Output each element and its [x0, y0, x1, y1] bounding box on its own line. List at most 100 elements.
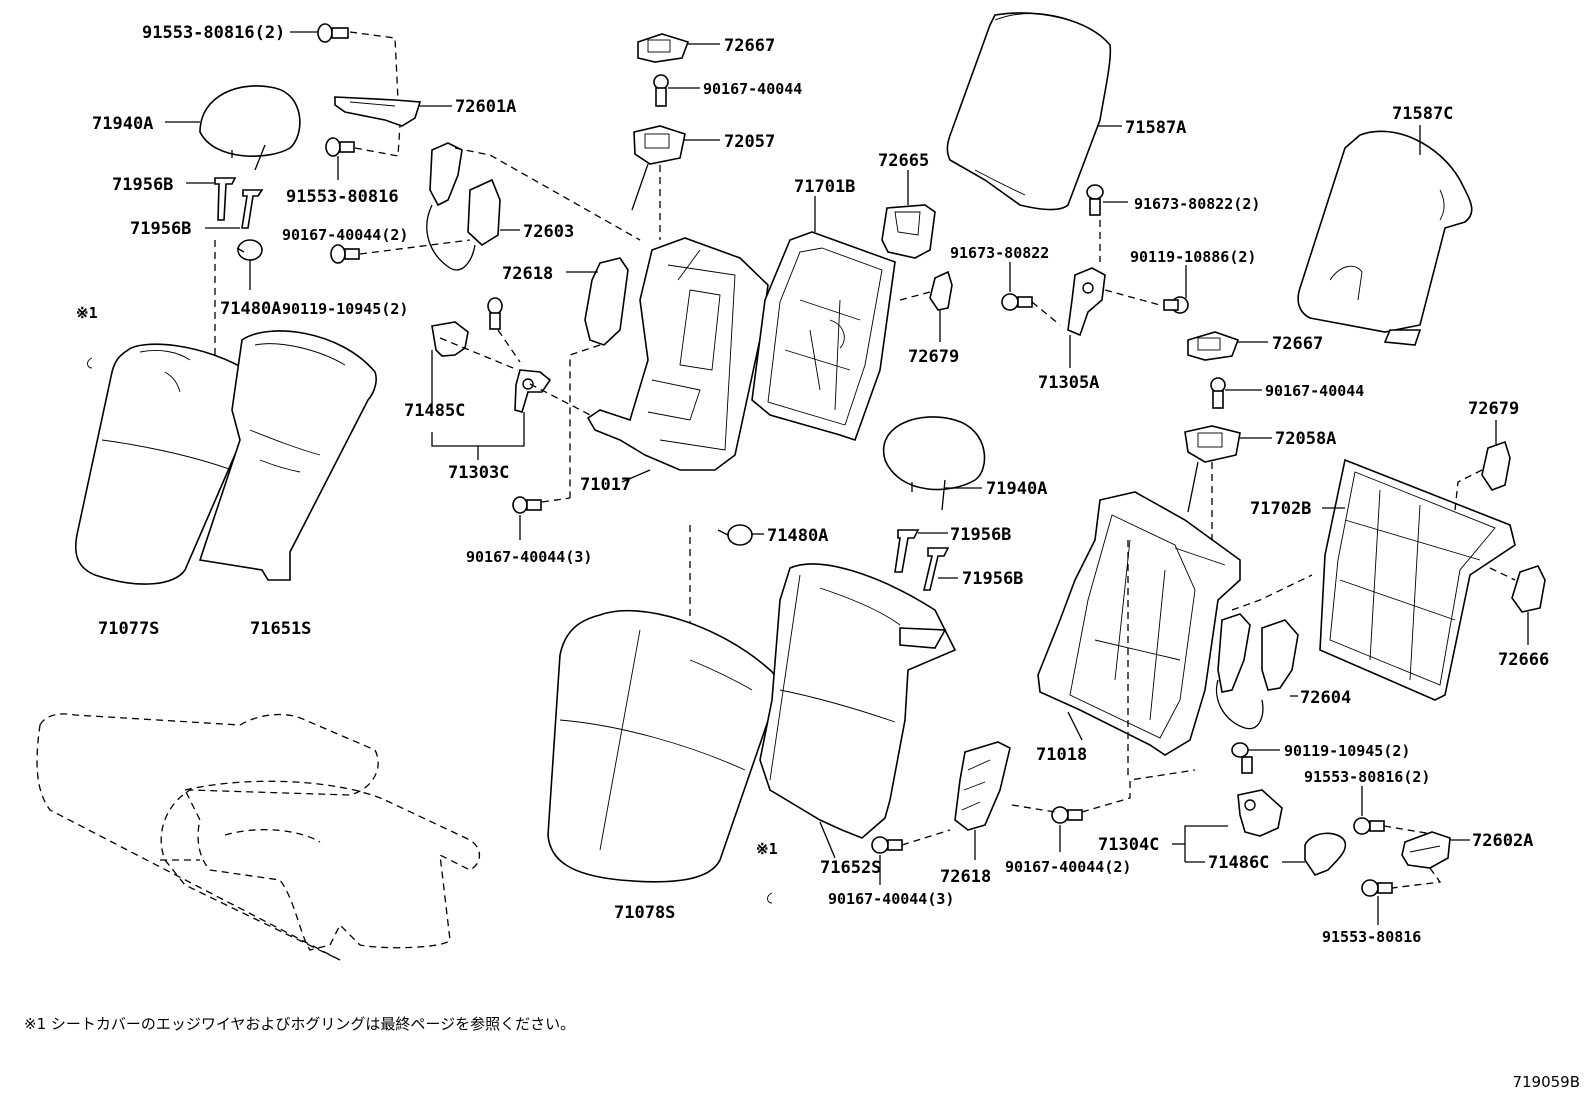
label-90167-40044-2-right: 90167-40044(2)	[1005, 858, 1131, 876]
label-71652S: 71652S	[820, 858, 881, 878]
guide-71956B-mid-2	[922, 547, 950, 591]
label-90167-40044-right: 90167-40044	[1265, 382, 1364, 400]
headrest-71940A-mid	[882, 416, 986, 511]
guide-71956B-left-1	[214, 177, 237, 221]
label-71956B-3: 71956B	[950, 525, 1011, 545]
hog-ring-symbol-mid	[767, 892, 773, 904]
bracket-72679-mid	[929, 270, 953, 311]
label-71077S: 71077S	[98, 619, 159, 639]
lock-72603	[426, 142, 501, 271]
label-90167-40044-3-left: 90167-40044(3)	[466, 548, 592, 566]
guide-71956B-left-2	[241, 189, 264, 229]
hinge-71304C	[1237, 789, 1283, 837]
bracket-72618-left	[584, 257, 629, 346]
bolt-91553-80816-2-right	[1353, 817, 1385, 835]
board-71701B	[751, 231, 896, 442]
label-71304C: 71304C	[1098, 835, 1159, 855]
seat-cushion-outline	[36, 713, 481, 961]
label-71956B-2: 71956B	[130, 219, 191, 239]
label-71956B-4: 71956B	[962, 569, 1023, 589]
label-71485C: 71485C	[404, 401, 465, 421]
bolt-90167-40044-2-left	[330, 244, 360, 264]
label-72618-right: 72618	[940, 867, 991, 887]
label-72667-top: 72667	[724, 36, 775, 56]
label-91673-80822-2: 91673-80822(2)	[1134, 195, 1260, 213]
label-71305A: 71305A	[1038, 373, 1099, 393]
label-72603: 72603	[523, 222, 574, 242]
label-91673-80822: 91673-80822	[950, 244, 1049, 262]
label-71017: 71017	[580, 475, 631, 495]
bolt-90119-10945-2-left	[487, 297, 503, 330]
label-90119-10886-2: 90119-10886(2)	[1130, 248, 1256, 266]
hinge-71305A	[1067, 267, 1106, 337]
label-72058A: 72058A	[1275, 429, 1336, 449]
diagram-code: 719059B	[1512, 1073, 1580, 1091]
bolt-90167-40044-2-right	[1051, 806, 1083, 824]
hog-ring-symbol-left	[87, 357, 93, 369]
hinge-71303C	[514, 369, 552, 413]
label-72679-right: 72679	[1468, 399, 1519, 419]
label-91553-80816-2-right: 91553-80816(2)	[1304, 768, 1430, 786]
label-71701B: 71701B	[794, 177, 855, 197]
guide-71956B-mid-1	[894, 529, 920, 573]
bolt-90167-40044-3-right	[871, 836, 903, 854]
label-note-ref-left: ※1	[76, 304, 98, 322]
bracket-72602A	[1401, 831, 1451, 869]
cover-71485C	[431, 321, 469, 357]
bolt-90119-10886-2	[1163, 296, 1189, 314]
label-71018: 71018	[1036, 745, 1087, 765]
bolt-90119-10945-2-right	[1231, 742, 1253, 774]
seatback-pad-71652S	[759, 563, 957, 839]
seatback-cover-71587C	[1297, 130, 1473, 346]
cover-72665	[881, 204, 936, 259]
label-71651S: 71651S	[250, 619, 311, 639]
label-72665: 72665	[878, 151, 929, 171]
bracket-72601A	[334, 96, 422, 127]
bolt-91673-80822-2	[1086, 184, 1104, 216]
label-91553-80816-2-top: 91553-80816(2)	[142, 23, 285, 43]
bolt-91673-80822	[1001, 293, 1033, 311]
cover-71486C	[1304, 832, 1347, 876]
label-71486C: 71486C	[1208, 853, 1269, 873]
footnote: ※1 シートカバーのエッジワイヤおよびホグリングは最終ページを参照ください。	[24, 1015, 576, 1033]
label-90119-10945-2-right: 90119-10945(2)	[1284, 742, 1410, 760]
label-71940A-left: 71940A	[92, 114, 153, 134]
label-91553-80816-right: 91553-80816	[1322, 928, 1421, 946]
label-71587A: 71587A	[1125, 118, 1186, 138]
label-72618-left: 72618	[502, 264, 553, 284]
cover-72667-right	[1187, 331, 1240, 361]
bolt-91553-80816-right	[1361, 879, 1393, 897]
seatback-pad-71651S	[198, 330, 377, 581]
label-71587C: 71587C	[1392, 104, 1453, 124]
bolt-90167-40044-right	[1210, 377, 1226, 409]
label-72667-right: 72667	[1272, 334, 1323, 354]
bracket-72679-right	[1481, 440, 1511, 491]
label-note-ref-mid: ※1	[756, 840, 778, 858]
label-90119-10945-2-left: 90119-10945(2)	[282, 300, 408, 318]
bolt-91553-80816-left	[325, 137, 355, 157]
bolt-90167-40044-top	[653, 74, 669, 107]
label-71702B: 71702B	[1250, 499, 1311, 519]
label-71078S: 71078S	[614, 903, 675, 923]
knob-72058A	[1184, 425, 1241, 513]
label-90167-40044-3-right: 90167-40044(3)	[828, 890, 954, 908]
label-72604: 72604	[1300, 688, 1351, 708]
lock-72604	[1216, 613, 1299, 730]
label-72057: 72057	[724, 132, 775, 152]
cover-72667-top	[637, 33, 690, 63]
seatback-cover-71077S	[74, 343, 262, 585]
bracket-72618-right	[954, 741, 1011, 831]
bolt-91553-80816-2-top	[317, 23, 349, 43]
label-90167-40044-2-left: 90167-40044(2)	[282, 226, 408, 244]
label-71956B-1: 71956B	[112, 175, 173, 195]
label-72601A: 72601A	[455, 97, 516, 117]
clip-71480A-left	[236, 239, 263, 261]
label-71940A-mid: 71940A	[986, 479, 1047, 499]
knob-72057	[631, 125, 686, 211]
label-91553-80816-left: 91553-80816	[286, 187, 399, 207]
label-71480A-mid: 71480A	[767, 526, 828, 546]
seatback-cover-71587A	[946, 12, 1112, 211]
frame-71018	[1037, 491, 1241, 756]
seatback-cover-71078S	[547, 609, 779, 883]
